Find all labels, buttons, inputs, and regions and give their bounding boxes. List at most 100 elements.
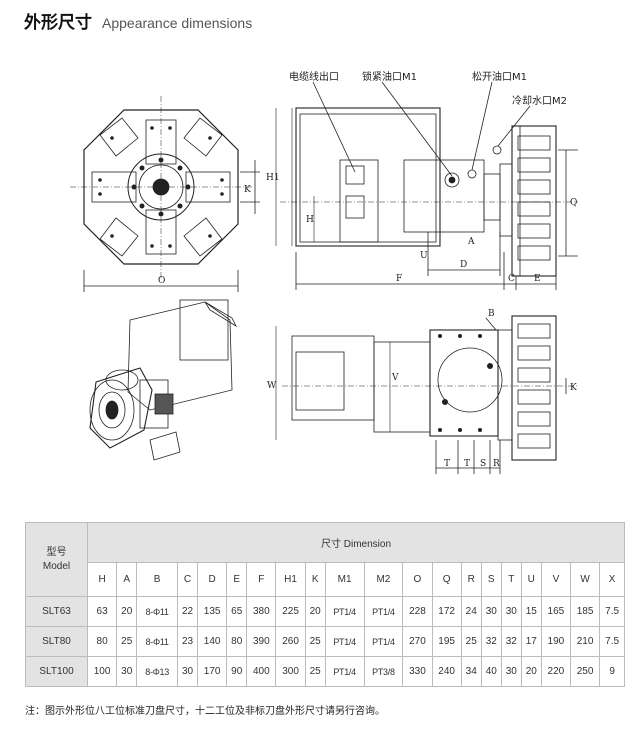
table-cell: 7.5: [599, 626, 625, 657]
table-cell: PT1/4: [363, 626, 404, 657]
dim-c: C: [508, 274, 515, 284]
table-cell: 330: [402, 656, 433, 687]
column-header: X: [599, 562, 625, 597]
table-cell: 210: [569, 626, 601, 657]
table-cell: 240: [431, 656, 462, 687]
table-cell: 250: [569, 656, 601, 687]
table-cell: PT1/4: [324, 596, 365, 627]
section-title: 外形尺寸 Appearance dimensions: [24, 8, 252, 33]
column-header: Q: [431, 562, 462, 597]
table-cell: 228: [402, 596, 433, 627]
table-cell: 190: [540, 626, 572, 657]
table-cell: 30: [116, 656, 138, 687]
isometric-view: [89, 299, 237, 461]
table-cell: 172: [431, 596, 462, 627]
table-cell: 63: [86, 596, 118, 627]
column-header: S: [480, 562, 502, 597]
dim-v: V: [391, 373, 399, 383]
table-cell: 165: [540, 596, 572, 627]
table-cell: 25: [460, 626, 482, 657]
column-header: F: [246, 562, 277, 597]
table-cell: 17: [520, 626, 542, 657]
table-cell: 400: [246, 656, 277, 687]
dimension-header: 尺寸 Dimension: [87, 522, 625, 563]
table-cell: PT1/4: [363, 596, 404, 627]
dim-a: A: [467, 237, 475, 247]
dim-k2: K: [570, 383, 577, 393]
table-cell: 22: [177, 596, 199, 627]
column-header: O: [402, 562, 433, 597]
table-cell: 170: [197, 656, 228, 687]
dim-e: E: [534, 274, 541, 284]
dim-f: F: [396, 274, 402, 284]
table-cell: 135: [197, 596, 228, 627]
table-cell: 9: [599, 656, 625, 687]
model-header-en: Model: [42, 560, 71, 572]
column-header: D: [197, 562, 228, 597]
table-cell: 8-Φ11: [136, 626, 179, 657]
dim-s: S: [480, 459, 486, 469]
model-header: 型号 Model: [25, 522, 88, 597]
model-cell: SLT100: [25, 656, 88, 687]
dim-w: W: [267, 381, 277, 391]
model-header-cn: 型号: [46, 546, 67, 558]
model-cell: SLT63: [25, 596, 88, 627]
table-cell: 80: [226, 626, 248, 657]
column-header: M2: [363, 562, 404, 597]
table-cell: 7.5: [599, 596, 625, 627]
model-cell: SLT80: [25, 626, 88, 657]
table-cell: PT3/8: [363, 656, 404, 687]
column-header: H1: [275, 562, 306, 597]
footnote: 注：图示外形位八工位标准刀盘尺寸，十二工位及非标刀盘外形尺寸请另行咨询。: [25, 706, 385, 717]
table-cell: 24: [460, 596, 482, 627]
dim-u: U: [420, 251, 428, 261]
table-cell: 25: [304, 626, 326, 657]
table-cell: 25: [304, 656, 326, 687]
table-cell: 270: [402, 626, 433, 657]
dim-k: K: [244, 185, 251, 195]
table-cell: 225: [275, 596, 306, 627]
table-cell: 8-Φ13: [136, 656, 179, 687]
column-header: U: [520, 562, 542, 597]
table-cell: 140: [197, 626, 228, 657]
table-cell: 20: [520, 656, 542, 687]
table-cell: PT1/4: [324, 656, 365, 687]
table-cell: 390: [246, 626, 277, 657]
callout-lock-port: 锁紧油口M1: [362, 70, 417, 83]
dim-r: R: [493, 459, 500, 469]
table-cell: 32: [480, 626, 502, 657]
table-cell: 20: [304, 596, 326, 627]
table-cell: PT1/4: [324, 626, 365, 657]
table-cell: 260: [275, 626, 306, 657]
table-cell: 8-Φ11: [136, 596, 179, 627]
table-cell: 185: [569, 596, 601, 627]
column-header: R: [460, 562, 482, 597]
column-header: K: [304, 562, 326, 597]
side-view: [275, 81, 578, 290]
column-header: C: [177, 562, 199, 597]
dim-t2: T: [464, 459, 470, 469]
column-header: V: [540, 562, 572, 597]
callout-coolant-port: 冷却水口M2: [512, 94, 567, 107]
table-cell: 380: [246, 596, 277, 627]
column-header: H: [86, 562, 118, 597]
table-cell: 220: [540, 656, 572, 687]
title-en: Appearance dimensions: [102, 15, 253, 31]
table-cell: 30: [177, 656, 199, 687]
column-header: W: [569, 562, 601, 597]
table-cell: 15: [520, 596, 542, 627]
dim-b: B: [488, 309, 495, 319]
column-header: A: [116, 562, 138, 597]
dim-t1: T: [444, 459, 450, 469]
table-cell: 80: [86, 626, 118, 657]
callout-release-port: 松开油口M1: [472, 70, 527, 83]
dim-h: H: [306, 215, 314, 225]
table-cell: 23: [177, 626, 199, 657]
table-cell: 30: [480, 596, 502, 627]
table-cell: 20: [116, 596, 138, 627]
